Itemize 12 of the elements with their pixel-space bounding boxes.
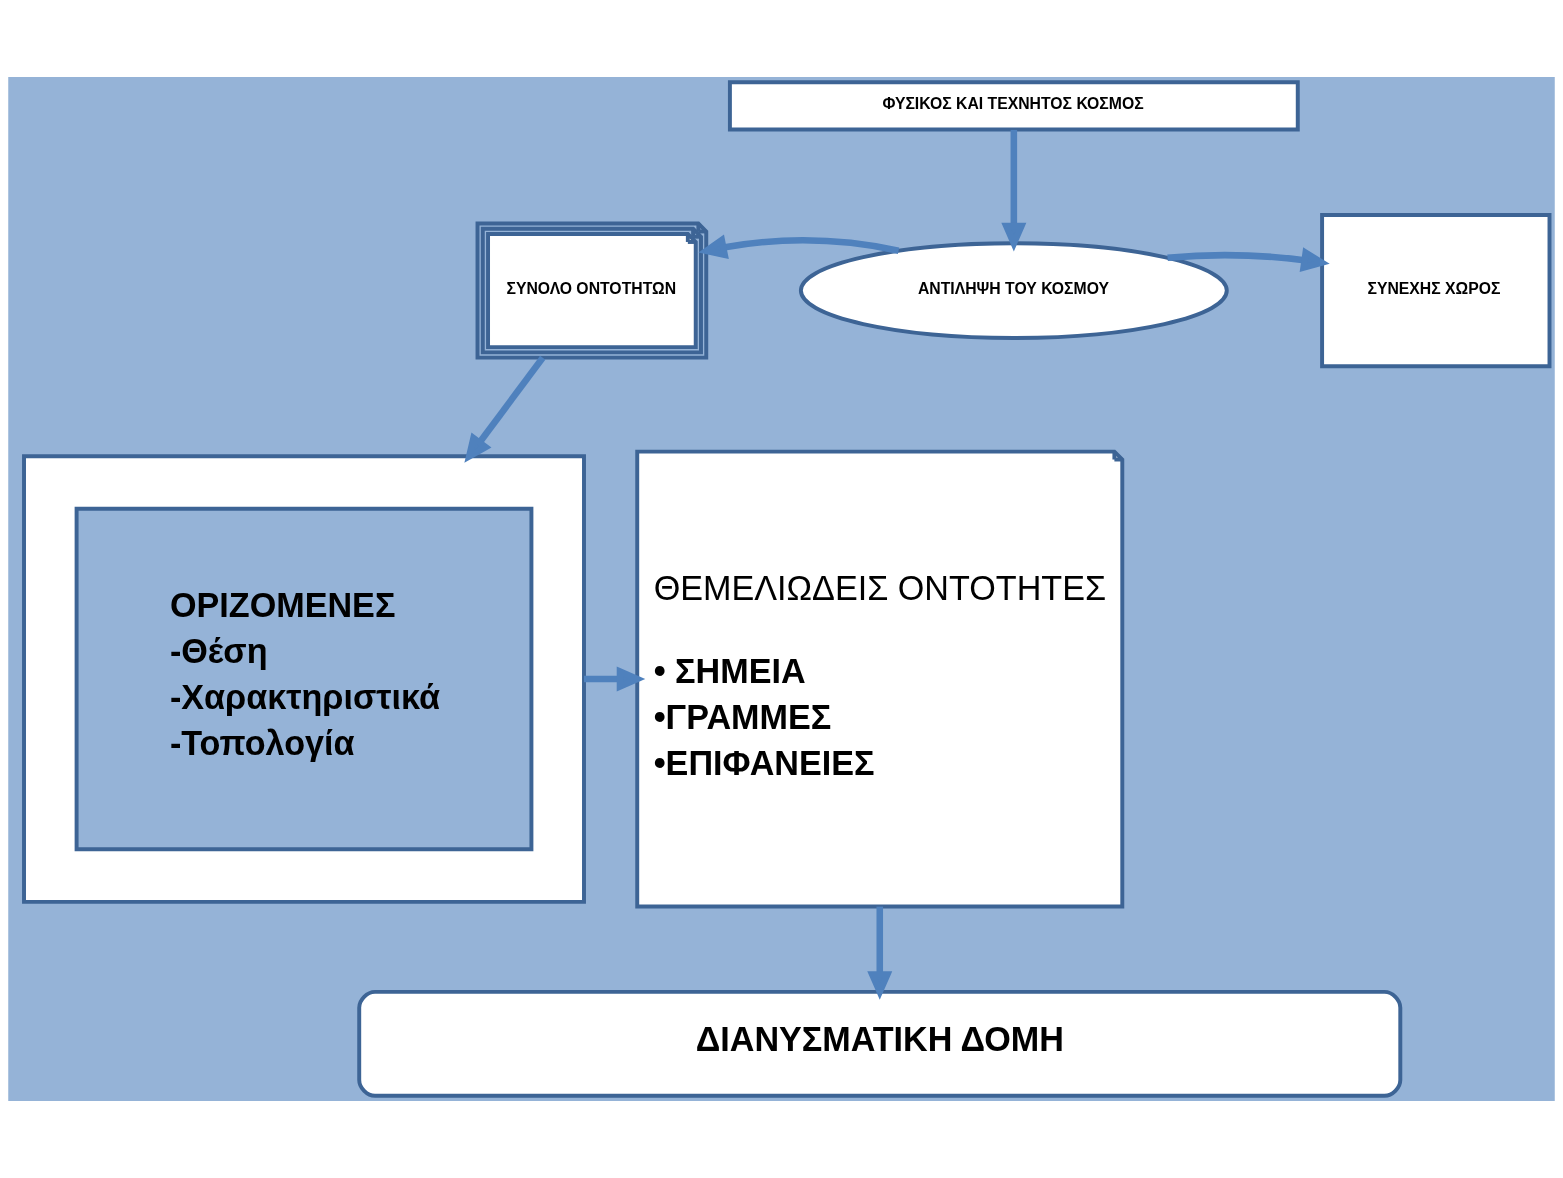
cluster: [22, 454, 586, 904]
node-box: ΦΥΣΙΚΟΣ ΚΑΙ ΤΕΧΝΗΤΟΣ ΚΟΣΜΟΣ: [727, 80, 1300, 132]
arrow: [698, 234, 900, 260]
arrow: [1001, 129, 1027, 252]
arrow: [584, 666, 646, 692]
node-box: ΔΙΑΝΥΣΜΑΤΙΚΗ ΔΟΜΗ: [357, 989, 1403, 1098]
arrow: [1167, 247, 1330, 273]
arrow: [464, 355, 546, 463]
node-box: ΣΥΝΕΧΗΣ ΧΩΡΟΣ: [1320, 213, 1552, 369]
node-ellipse: ΑΝΤΙΛΗΨΗ ΤΟΥ ΚΟΣΜΟΥ: [798, 241, 1229, 340]
node-box: ΟΡΙΖΟΜΕΝΕΣ -Θέση -Χαρακτηριστικά -Τοπολογία: [74, 506, 534, 852]
arrow: [867, 906, 893, 1000]
